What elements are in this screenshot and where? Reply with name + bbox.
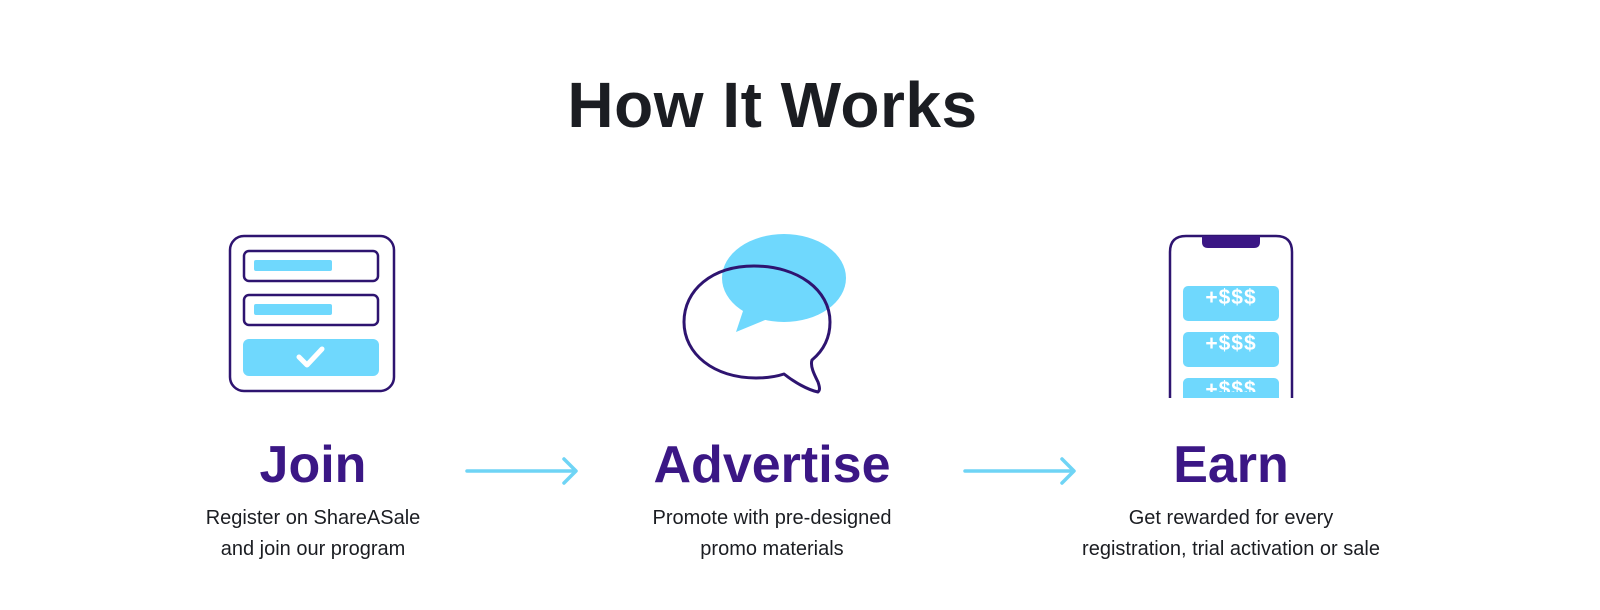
earnings-row: +$$$ [1205,378,1257,392]
description-line: and join our program [220,538,406,560]
arrow-right-icon [963,455,1078,487]
description-line: registration, trial activation or sale [1082,538,1380,560]
step-title: Earn [1173,436,1289,494]
step-advertise: Advertise Promote with pre-designed prom… [572,0,972,610]
description-line: Get rewarded for every [1128,507,1334,529]
registration-form-icon [113,228,513,398]
phone-earnings-icon: +$$$ +$$$ +$$$ [1031,228,1431,398]
description-line: promo materials [700,538,844,560]
step-title: Join [259,436,367,494]
earnings-row: +$$$ [1205,332,1257,355]
step-join: Join Register on ShareASale and join our… [113,0,513,610]
step-description: Promote with pre-designed promo material… [572,503,972,565]
page-title: How It Works [567,69,978,141]
arrow-right-icon [465,455,580,487]
step-earn: +$$$ +$$$ +$$$ Earn Get rewarded for eve… [1031,0,1431,610]
chat-bubbles-icon [572,228,972,398]
step-title: Advertise [653,436,891,494]
step-description: Get rewarded for every registration, tri… [1031,503,1431,565]
description-line: Promote with pre-designed [652,507,892,529]
description-line: Register on ShareASale [205,507,421,529]
step-description: Register on ShareASale and join our prog… [113,503,513,565]
earnings-row: +$$$ [1205,286,1257,309]
